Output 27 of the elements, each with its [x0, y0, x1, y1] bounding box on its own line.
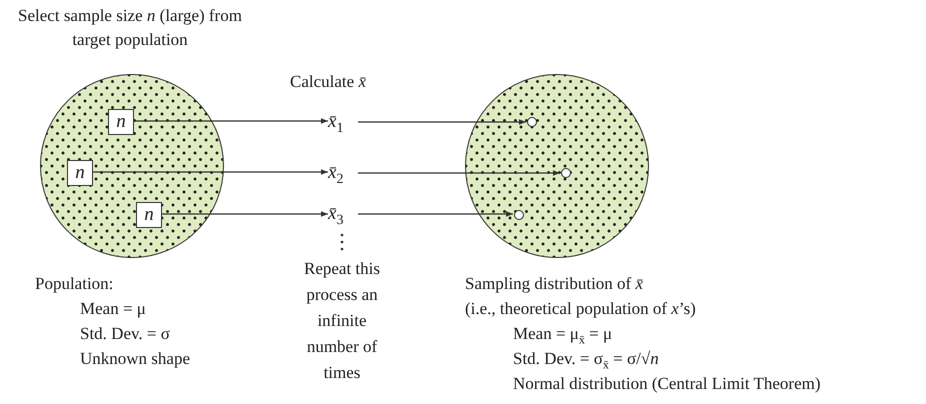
sample-box: n [108, 109, 134, 135]
sample-mean-point [514, 210, 524, 220]
arrow [161, 211, 328, 217]
description-text: Population: [35, 273, 114, 295]
arrow [133, 118, 328, 124]
description-text: Sampling distribution of x̄ [465, 273, 644, 295]
sample-box: n [136, 202, 162, 228]
description-text: Mean = μ [80, 298, 146, 320]
calculate-label: Calculate x̄ [290, 71, 366, 93]
sample-mean-point [527, 117, 537, 127]
description-text: Std. Dev. = σ [80, 323, 170, 345]
arrow [358, 170, 560, 176]
sample-mean-label: x̄$_{1}$ [328, 109, 344, 142]
description-text: (i.e., theoretical population of x’s) [465, 298, 696, 320]
instruction-text: Select sample size n (large) from target population [17, 5, 243, 51]
description-text: Unknown shape [80, 348, 190, 370]
description-text: Normal distribution (Central Limit Theorem) [513, 373, 821, 395]
repeat-note: Repeat this process an infinite number of times [302, 258, 381, 384]
sample-mean-label: x̄$_{3}$ [328, 201, 344, 234]
arrow [358, 119, 526, 125]
arrow [92, 169, 328, 175]
description-text: Mean = μ$_{x̄}$ = μ [513, 323, 612, 348]
sample-mean-label: x̄$_{2}$ [328, 160, 344, 193]
description-text: Std. Dev. = σ$_{x̄}$ = σ/√n [513, 348, 659, 374]
sample-box: n [67, 160, 93, 186]
sample-mean-point [561, 168, 571, 178]
arrow [358, 211, 513, 217]
